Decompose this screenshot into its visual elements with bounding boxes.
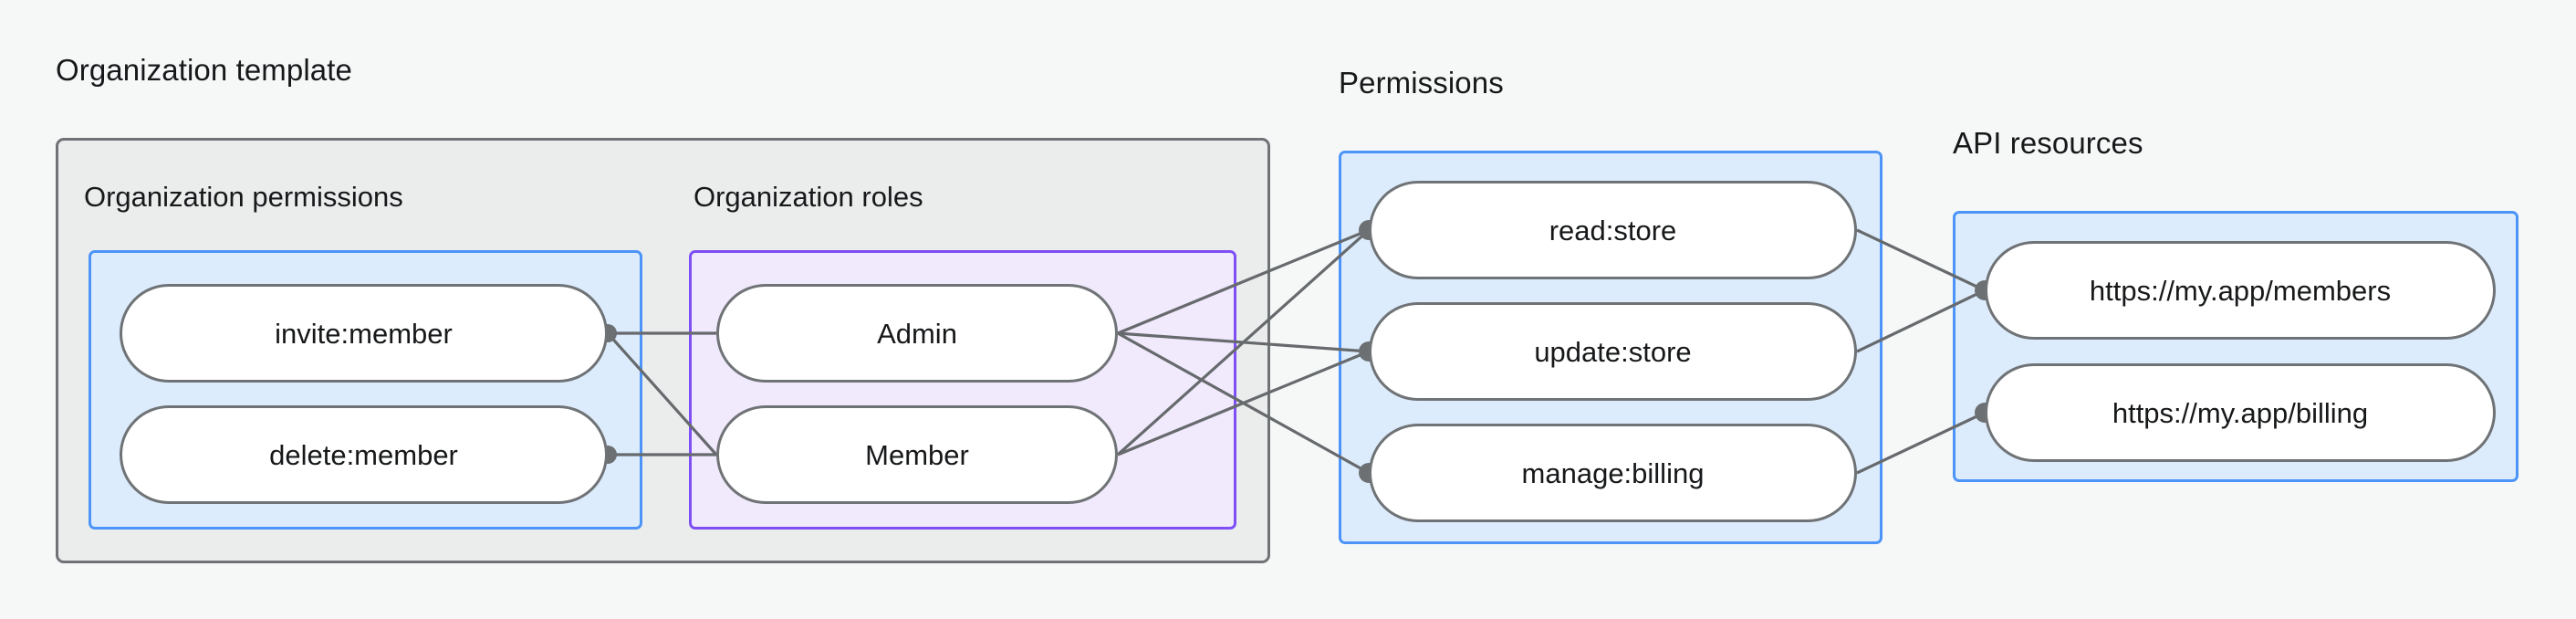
- node-members-endpoint[interactable]: https://my.app/members: [1985, 241, 2496, 340]
- node-members-endpoint-label: https://my.app/members: [2089, 274, 2392, 307]
- node-invite-member-label: invite:member: [275, 317, 453, 350]
- organization-permissions-label: Organization permissions: [84, 181, 403, 213]
- node-invite-member[interactable]: invite:member: [120, 284, 608, 383]
- node-read-store-label: read:store: [1549, 214, 1677, 247]
- organization-template-title: Organization template: [56, 53, 352, 87]
- node-update-store[interactable]: update:store: [1369, 302, 1857, 401]
- organization-roles-label: Organization roles: [694, 181, 923, 213]
- node-manage-billing-label: manage:billing: [1521, 456, 1705, 489]
- node-billing-endpoint[interactable]: https://my.app/billing: [1985, 363, 2496, 462]
- node-delete-member-label: delete:member: [269, 438, 458, 471]
- api-resources-title: API resources: [1953, 126, 2143, 160]
- node-admin-label: Admin: [877, 317, 957, 350]
- node-admin[interactable]: Admin: [716, 284, 1118, 383]
- node-manage-billing[interactable]: manage:billing: [1369, 424, 1857, 522]
- node-member-label: Member: [865, 438, 969, 471]
- node-delete-member[interactable]: delete:member: [120, 405, 608, 504]
- permissions-title: Permissions: [1339, 66, 1504, 100]
- node-update-store-label: update:store: [1534, 335, 1692, 368]
- node-read-store[interactable]: read:store: [1369, 181, 1857, 279]
- node-member[interactable]: Member: [716, 405, 1118, 504]
- node-billing-endpoint-label: https://my.app/billing: [2112, 396, 2369, 429]
